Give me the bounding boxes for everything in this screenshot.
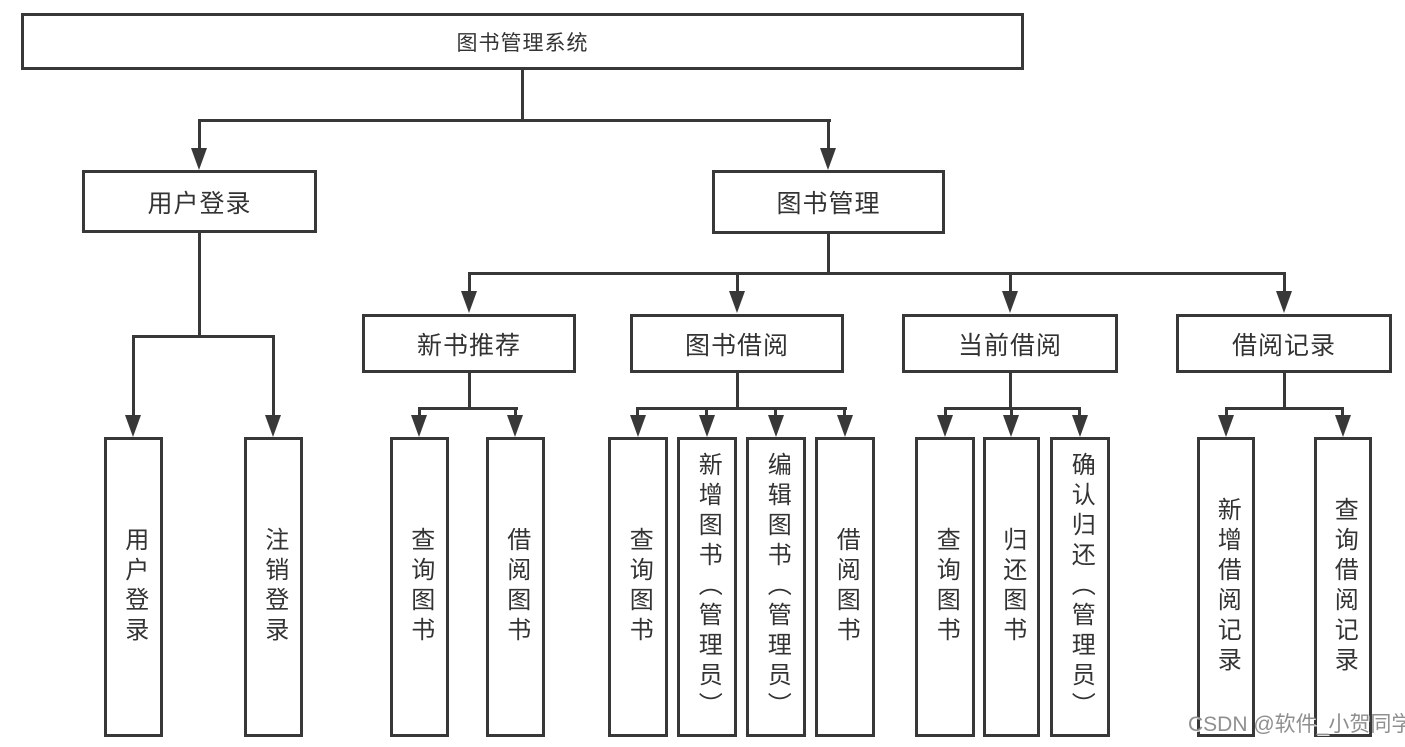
leaf-newbook-borrow-books-label: 借阅图书	[502, 527, 530, 647]
connector-line	[774, 407, 777, 419]
leaf-current-return-books: 归还图书	[983, 437, 1040, 737]
arrowhead	[411, 415, 427, 437]
arrowhead	[191, 148, 207, 170]
leaf-borrowing-query-books-label: 查询图书	[625, 527, 653, 647]
connector-line	[827, 119, 830, 152]
connector-line	[514, 407, 517, 419]
leaf-newbook-query-books: 查询图书	[390, 437, 449, 737]
connector-line	[1010, 407, 1013, 419]
connector-line	[198, 233, 201, 337]
node-borrowing-records-label: 借阅记录	[1231, 331, 1336, 360]
connector-line	[736, 272, 739, 294]
connector-line	[736, 373, 739, 410]
connector-line	[198, 119, 831, 122]
connector-line	[1009, 272, 1012, 294]
connector-line	[468, 272, 471, 294]
arrowhead	[265, 415, 281, 437]
leaf-user-login-label: 用户登录	[120, 527, 148, 647]
leaf-records-query-record: 查询借阅记录	[1314, 437, 1372, 737]
connector-line	[1341, 407, 1344, 419]
leaf-borrowing-add-books-admin-label: 新增图书（管理员）	[694, 452, 722, 722]
arrowhead	[699, 415, 715, 437]
connector-line	[827, 234, 830, 274]
node-user-login-label: 用户登录	[147, 189, 252, 218]
connector-line	[1078, 407, 1081, 419]
connector-line	[636, 407, 639, 419]
connector-line	[468, 272, 1285, 275]
arrowhead	[1276, 291, 1292, 313]
connector-line	[1009, 373, 1012, 410]
connector-line	[1225, 407, 1344, 410]
arrowhead	[1072, 415, 1088, 437]
leaf-borrowing-borrow-books: 借阅图书	[815, 437, 875, 737]
leaf-records-add-record-label: 新增借阅记录	[1213, 497, 1241, 677]
leaf-records-query-record-label: 查询借阅记录	[1330, 497, 1358, 677]
connector-line	[1283, 373, 1286, 410]
leaf-borrowing-borrow-books-label: 借阅图书	[832, 527, 860, 647]
leaf-borrowing-edit-books-admin: 编辑图书（管理员）	[746, 437, 806, 737]
arrowhead	[1218, 415, 1234, 437]
arrowhead	[1335, 415, 1351, 437]
leaf-current-confirm-return-admin: 确认归还（管理员）	[1050, 437, 1110, 737]
leaf-newbook-query-books-label: 查询图书	[406, 527, 434, 647]
connector-line	[705, 407, 708, 419]
leaf-current-query-books-label: 查询图书	[932, 527, 960, 647]
node-book-borrowing-label: 图书借阅	[684, 331, 789, 360]
arrowhead	[125, 415, 141, 437]
arrowhead	[820, 148, 836, 170]
node-root: 图书管理系统	[21, 13, 1024, 70]
node-current-borrowing: 当前借阅	[902, 314, 1118, 373]
arrowhead	[507, 415, 523, 437]
watermark: CSDN @软件_小贺同学	[1188, 713, 1405, 736]
leaf-current-query-books: 查询图书	[915, 437, 975, 737]
node-new-book-recommend-label: 新书推荐	[416, 331, 521, 360]
arrowhead	[1002, 291, 1018, 313]
connector-line	[521, 70, 524, 120]
connector-line	[418, 407, 421, 419]
leaf-records-add-record: 新增借阅记录	[1197, 437, 1255, 737]
leaf-logout-label: 注销登录	[260, 527, 288, 647]
leaf-current-confirm-return-admin-label: 确认归还（管理员）	[1067, 452, 1095, 722]
connector-line	[272, 335, 275, 419]
arrowhead	[768, 415, 784, 437]
arrowhead	[1003, 415, 1019, 437]
connector-line	[468, 373, 471, 410]
node-user-login: 用户登录	[82, 170, 317, 233]
leaf-logout: 注销登录	[244, 437, 303, 737]
node-book-management: 图书管理	[712, 170, 945, 234]
arrowhead	[461, 291, 477, 313]
connector-line	[1225, 407, 1228, 419]
connector-line	[132, 335, 135, 419]
leaf-current-return-books-label: 归还图书	[998, 527, 1026, 647]
node-book-borrowing: 图书借阅	[630, 314, 844, 373]
node-new-book-recommend: 新书推荐	[362, 314, 576, 373]
node-borrowing-records: 借阅记录	[1176, 314, 1392, 373]
connector-line	[843, 407, 846, 419]
leaf-borrowing-edit-books-admin-label: 编辑图书（管理员）	[763, 452, 791, 722]
arrowhead	[630, 415, 646, 437]
connector-line	[944, 407, 947, 419]
leaf-borrowing-query-books: 查询图书	[608, 437, 668, 737]
connector-line	[132, 335, 275, 338]
arrowhead	[937, 415, 953, 437]
connector-line	[418, 407, 518, 410]
node-book-management-label: 图书管理	[776, 190, 881, 218]
node-root-label: 图书管理系统	[456, 31, 589, 55]
leaf-user-login: 用户登录	[104, 437, 163, 737]
connector-line	[198, 119, 201, 152]
leaf-newbook-borrow-books: 借阅图书	[486, 437, 545, 737]
leaf-borrowing-add-books-admin: 新增图书（管理员）	[677, 437, 737, 737]
connector-line	[1283, 272, 1286, 294]
node-current-borrowing-label: 当前借阅	[957, 331, 1062, 360]
connector-line	[636, 407, 847, 410]
arrowhead	[837, 415, 853, 437]
arrowhead	[729, 291, 745, 313]
